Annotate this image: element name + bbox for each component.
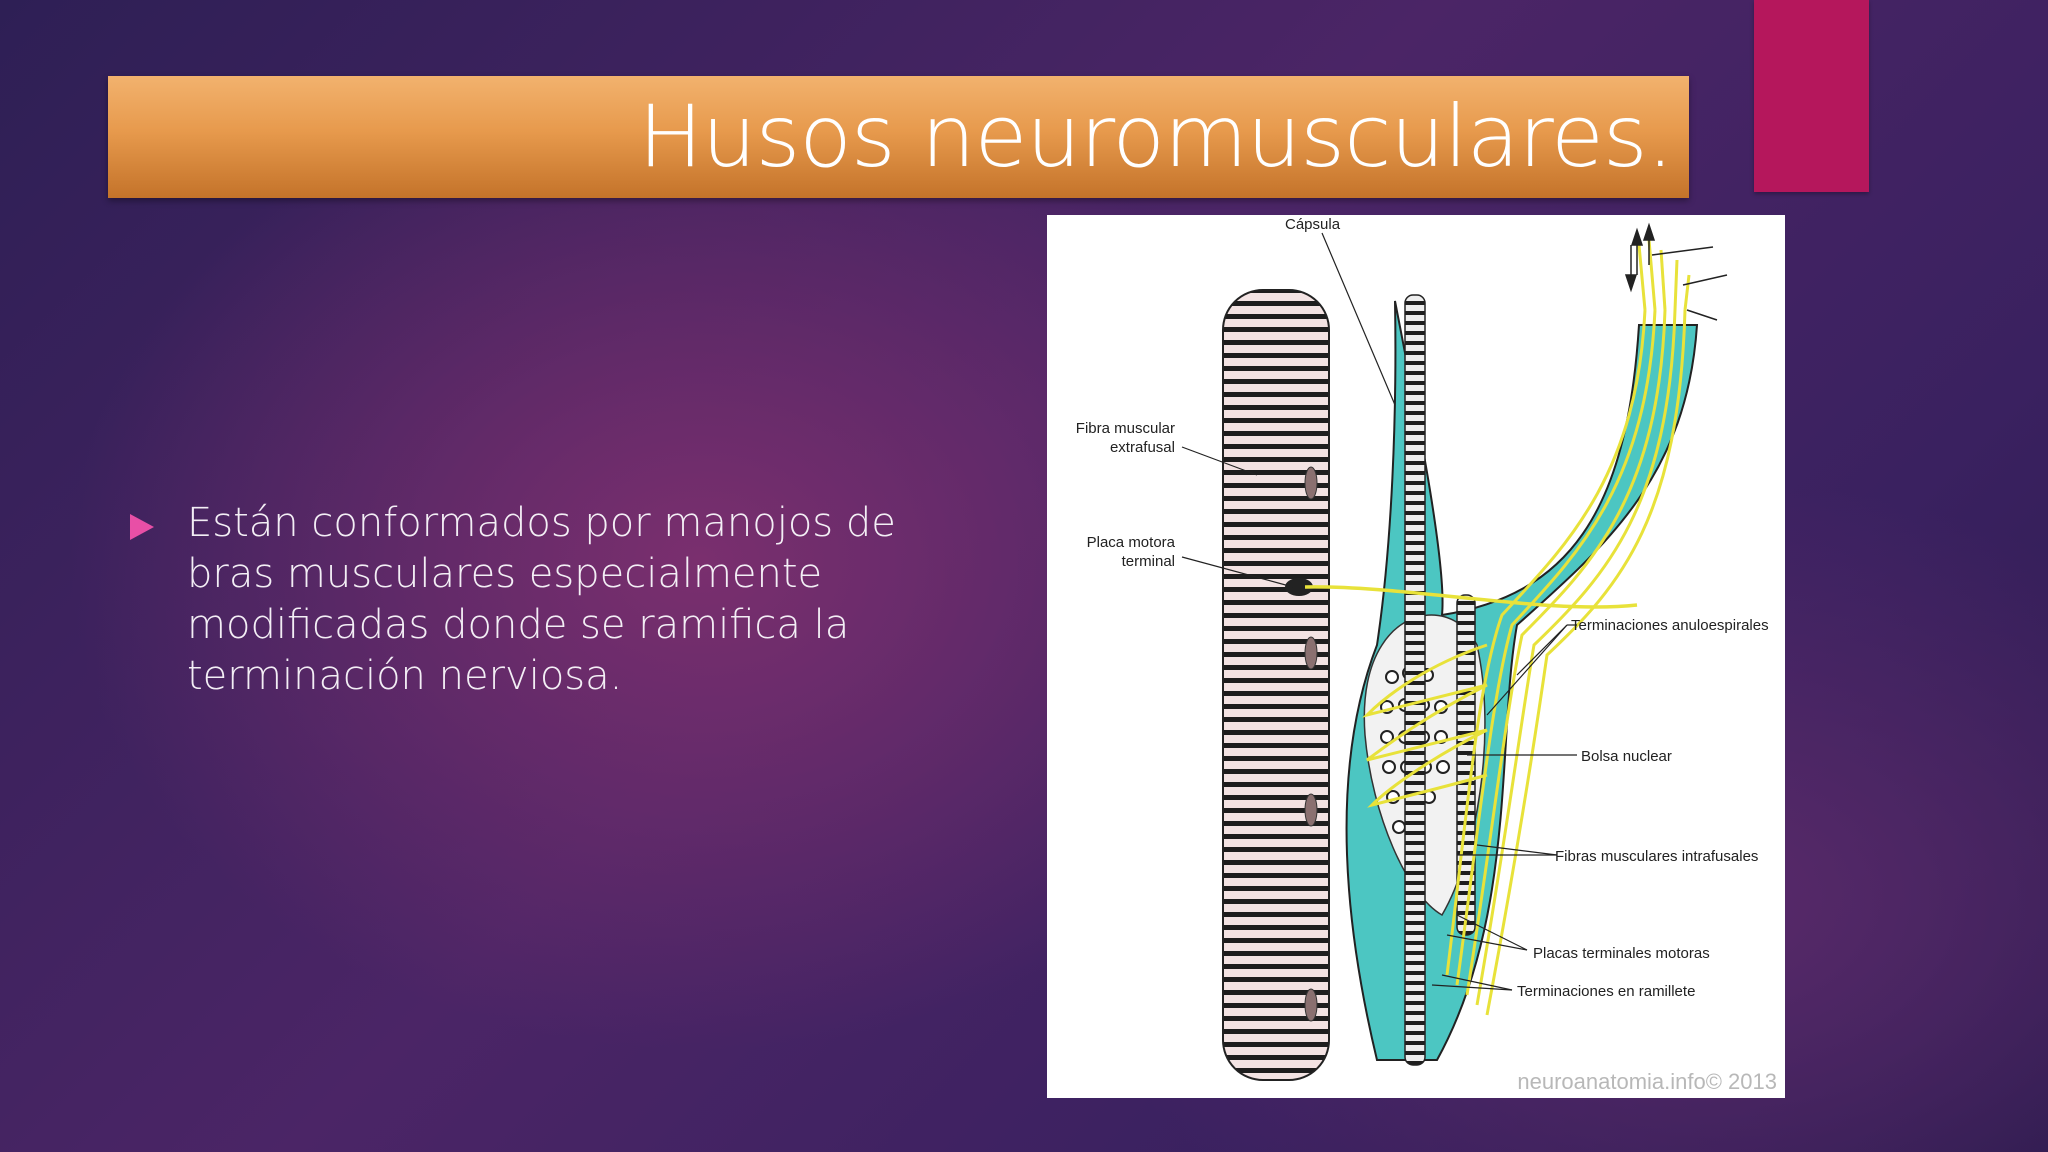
bullet-text: Están conformados por manojos de bras mu… <box>187 500 896 699</box>
label-anuloespirales: Terminaciones anuloespirales <box>1571 617 1769 634</box>
accent-block <box>1754 0 1869 192</box>
leader-lines <box>1181 232 1577 991</box>
label-capsula: Cápsula <box>1285 216 1341 233</box>
label-placa-motora-1: Placa motora <box>1087 534 1176 551</box>
slide-title: Husos neuromusculares. <box>638 87 1674 187</box>
title-bar: Husos neuromusculares. <box>108 76 1689 198</box>
arrow-icons <box>1624 222 1728 321</box>
label-fibras-intrafusales: Fibras musculares intrafusales <box>1555 848 1758 865</box>
label-placa-motora-2: terminal <box>1122 553 1175 570</box>
label-bolsa-nuclear: Bolsa nuclear <box>1581 748 1672 765</box>
label-placas-motoras: Placas terminales motoras <box>1533 945 1710 962</box>
bullet-arrow-icon <box>130 514 154 540</box>
spindle-diagram: Cápsula Fibra muscular extrafusal Placa … <box>1047 215 1785 1098</box>
label-ramillete: Terminaciones en ramillete <box>1517 983 1695 1000</box>
watermark: neuroanatomia.info© 2013 <box>1517 1069 1777 1094</box>
extrafusal-fiber <box>1222 289 1330 1081</box>
label-fibra-extrafusal-1: Fibra muscular <box>1076 420 1175 437</box>
nerve-fibers <box>1304 309 1687 1016</box>
diagram-svg: Cápsula Fibra muscular extrafusal Placa … <box>1076 216 1777 1094</box>
label-fibra-extrafusal-2: extrafusal <box>1110 439 1175 456</box>
nerve-bundle-top <box>1637 239 1691 311</box>
